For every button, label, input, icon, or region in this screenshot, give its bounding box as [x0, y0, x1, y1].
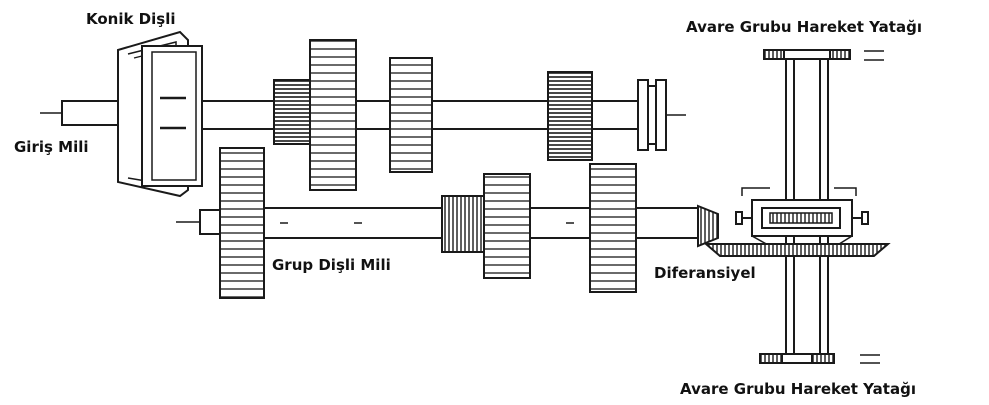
- input-gear-large: [309, 39, 357, 191]
- idler-bearing-bottom-label: Avare Grubu Hareket Yatağı: [680, 380, 916, 398]
- group-gear-middle: [483, 173, 531, 279]
- ring-gear: [703, 243, 891, 257]
- group-gear-left: [219, 147, 265, 299]
- idler-bearing-top-label: Avare Grubu Hareket Yatağı: [686, 18, 922, 36]
- top-bearing: [763, 49, 884, 61]
- group-gear-small: [441, 195, 485, 253]
- group-gear-right: [589, 163, 637, 293]
- differential-housing: [735, 187, 869, 247]
- input-gear-medium: [389, 57, 433, 173]
- input-gear-right: [547, 71, 593, 161]
- group-gear-shaft-label: Grup Dişli Mili: [272, 256, 391, 274]
- input-coupling: [637, 79, 667, 151]
- differential-label: Diferansiyel: [654, 264, 756, 282]
- conical-gear-label: Konik Dişli: [86, 10, 176, 28]
- conical-gear: [117, 30, 203, 198]
- bottom-bearing: [759, 353, 880, 364]
- bevel-pinion: [697, 204, 719, 248]
- input-shaft-label: Giriş Mili: [14, 138, 89, 156]
- input-gear-small: [273, 79, 315, 145]
